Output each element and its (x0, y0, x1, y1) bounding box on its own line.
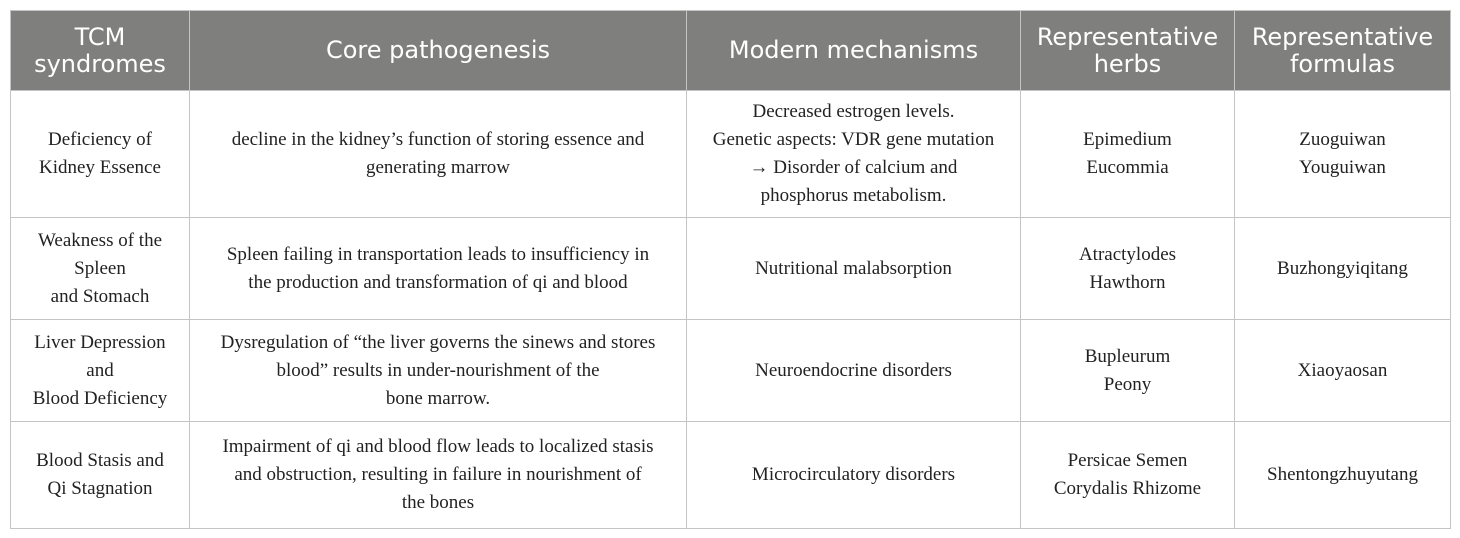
herbs-cell: Epimedium Eucommia (1020, 90, 1235, 218)
herbs-cell: Atractylodes Hawthorn (1020, 217, 1235, 320)
syndrome-cell: Blood Stasis and Qi Stagnation (10, 421, 190, 529)
header-representative-formulas: Representative formulas (1234, 10, 1451, 91)
header-representative-herbs: Representative herbs (1020, 10, 1235, 91)
tcm-syndromes-table: TCM syndromes Core pathogenesis Modern m… (10, 10, 1451, 529)
header-row: TCM syndromes Core pathogenesis Modern m… (10, 10, 1451, 91)
mechanisms-cell: Neuroendocrine disorders (686, 319, 1021, 422)
formulas-cell: Zuoguiwan Youguiwan (1234, 90, 1451, 218)
pathogenesis-cell: Impairment of qi and blood flow leads to… (189, 421, 687, 529)
syndrome-cell: Deficiency of Kidney Essence (10, 90, 190, 218)
header-core-pathogenesis: Core pathogenesis (189, 10, 687, 91)
formulas-cell: Buzhongyiqitang (1234, 217, 1451, 320)
formulas-cell: Shentongzhuyutang (1234, 421, 1451, 529)
table-row: Blood Stasis and Qi Stagnation Impairmen… (10, 421, 1451, 529)
syndrome-cell: Liver Depression and Blood Deficiency (10, 319, 190, 422)
herbs-cell: Persicae Semen Corydalis Rhizome (1020, 421, 1235, 529)
mechanisms-cell: Decreased estrogen levels. Genetic aspec… (686, 90, 1021, 218)
herbs-cell: Bupleurum Peony (1020, 319, 1235, 422)
table-row: Deficiency of Kidney Essence decline in … (10, 90, 1451, 218)
pathogenesis-cell: Spleen failing in transportation leads t… (189, 217, 687, 320)
table-row: Liver Depression and Blood Deficiency Dy… (10, 319, 1451, 422)
mechanisms-cell: Nutritional malabsorption (686, 217, 1021, 320)
formulas-cell: Xiaoyaosan (1234, 319, 1451, 422)
table-row: Weakness of the Spleen and Stomach Splee… (10, 217, 1451, 320)
pathogenesis-cell: decline in the kidney’s function of stor… (189, 90, 687, 218)
header-tcm-syndromes: TCM syndromes (10, 10, 190, 91)
header-modern-mechanisms: Modern mechanisms (686, 10, 1021, 91)
mechanisms-cell: Microcirculatory disorders (686, 421, 1021, 529)
pathogenesis-cell: Dysregulation of “the liver governs the … (189, 319, 687, 422)
syndrome-cell: Weakness of the Spleen and Stomach (10, 217, 190, 320)
